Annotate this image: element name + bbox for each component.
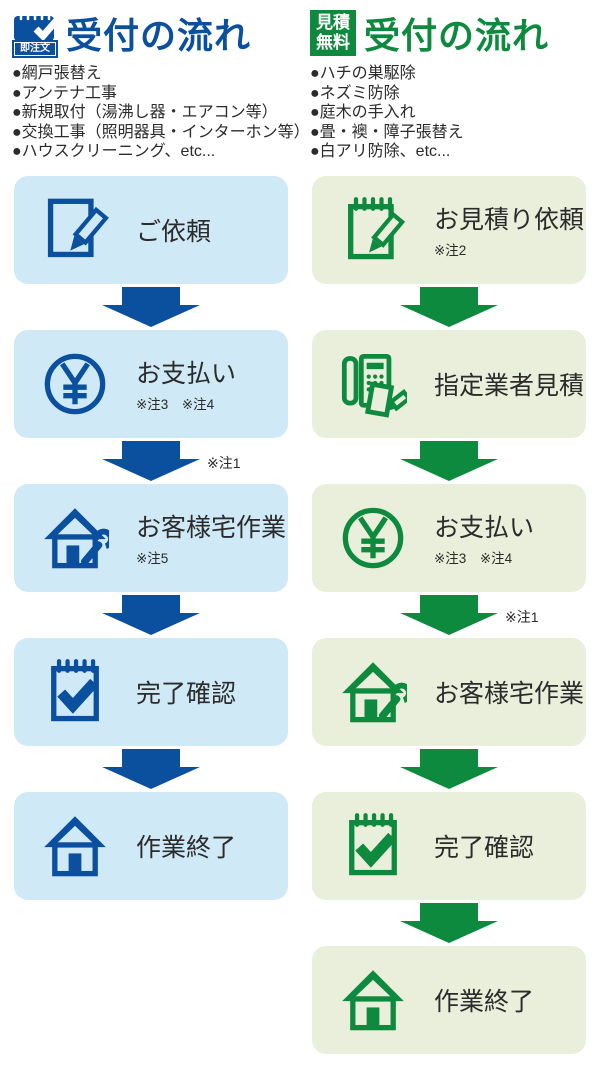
down-arrow-icon [102, 748, 200, 789]
step-label: ご依頼 [136, 217, 212, 246]
service-item: ●網戸張替え [12, 65, 102, 82]
flow-connector [12, 592, 290, 638]
page-title: 受付の流れ [364, 15, 550, 56]
flow-connector [310, 438, 588, 484]
house-wrench-icon [38, 501, 112, 575]
page-title: 受付の流れ [66, 15, 252, 56]
step-estimate-request: お見積り依頼 ※注2 [312, 175, 586, 284]
flow-connector: ※注1 [310, 592, 588, 638]
left-header: 即注文 受付の流れ [12, 8, 290, 58]
step-payment: お支払い ※注3 ※注4 [312, 483, 586, 592]
service-list: ●ハチの巣駆除 ●ネズミ防除 ●庭木の手入れ ●畳・襖・障子張替え ●白アリ防除… [310, 64, 588, 162]
service-list: ●網戸張替え ●アンテナ工事 ●新規取付（湯沸し器・エアコン等） ●交換工事（照… [12, 64, 310, 162]
flow-connector [310, 900, 588, 946]
phone-paper-icon [336, 347, 410, 421]
step-work-finished: 作業終了 [312, 945, 586, 1054]
step-label: 完了確認 [136, 679, 237, 708]
service-item: ●アンテナ工事 [12, 84, 118, 102]
house-icon [336, 963, 410, 1037]
step-note: ※注2 [434, 243, 467, 258]
yen-circle-icon [38, 347, 112, 421]
step-request: ご依頼 [14, 175, 288, 284]
step-note: ※注5 [136, 551, 169, 566]
immediate-order-badge: 即注文 [12, 10, 58, 56]
flow-connector [12, 746, 290, 792]
step-work-finished: 作業終了 [14, 791, 288, 900]
step-label: お支払い [136, 360, 237, 388]
step-label: 作業終了 [434, 987, 535, 1016]
step-label: お支払い [434, 514, 535, 542]
down-arrow-icon [400, 594, 498, 635]
step-note: ※注3 ※注4 [136, 397, 215, 412]
down-arrow-icon [400, 748, 498, 789]
step-label: お客様宅作業 [434, 679, 585, 708]
notepad-check-icon [336, 809, 410, 883]
down-arrow-icon [102, 594, 200, 635]
immediate-order-column: 即注文 受付の流れ ●網戸張替え ●アンテナ工事 ●新規取付（湯沸し器・エアコン… [12, 8, 310, 900]
step-onsite-work: お客様宅作業 ※注5 [14, 483, 288, 592]
step-contractor-estimate: 指定業者見積 [312, 329, 586, 438]
flow-connector [310, 284, 588, 330]
step-label: お見積り依頼 [434, 206, 585, 234]
service-item: ●ハウスクリーニング、etc... [12, 143, 216, 160]
down-arrow-icon [400, 902, 498, 943]
step-label: 完了確認 [434, 833, 535, 862]
step-completion-check: 完了確認 [312, 791, 586, 900]
arrow-note: ※注1 [505, 608, 539, 625]
step-note: ※注3 ※注4 [434, 551, 513, 566]
notepad-check-icon [38, 655, 112, 729]
right-header: 見積 無料 受付の流れ [310, 8, 588, 58]
badge-label: 即注文 [14, 42, 56, 56]
service-item: ●庭木の手入れ [310, 104, 416, 121]
notepad-pencil-icon [336, 193, 410, 267]
step-completion-check: 完了確認 [14, 637, 288, 746]
down-arrow-icon [102, 286, 200, 327]
free-estimate-badge: 見積 無料 [310, 10, 356, 56]
step-label: 作業終了 [136, 833, 237, 862]
down-arrow-icon [102, 440, 200, 481]
house-wrench-icon [336, 655, 410, 729]
badge-line: 無料 [316, 33, 350, 52]
service-item: ●ネズミ防除 [310, 84, 400, 102]
service-item: ●新規取付（湯沸し器・エアコン等） [12, 104, 278, 121]
flow-connector [12, 284, 290, 330]
step-label: お客様宅作業 [136, 514, 287, 542]
free-estimate-column: 見積 無料 受付の流れ ●ハチの巣駆除 ●ネズミ防除 ●庭木の手入れ ●畳・襖・… [300, 0, 600, 1080]
down-arrow-icon [400, 440, 498, 481]
badge-line: 見積 [316, 13, 350, 33]
house-icon [38, 809, 112, 883]
paper-pencil-icon [38, 193, 112, 267]
step-payment: お支払い ※注3 ※注4 [14, 329, 288, 438]
order-notepad-icon [14, 10, 58, 42]
flow-connector [310, 746, 588, 792]
flow-connector: ※注1 [12, 438, 290, 484]
step-onsite-work: お客様宅作業 [312, 637, 586, 746]
yen-circle-icon [336, 501, 410, 575]
service-item: ●畳・襖・障子張替え [310, 123, 464, 141]
service-item: ●交換工事（照明器具・インターホン等） [12, 123, 310, 141]
step-label: 指定業者見積 [434, 371, 585, 400]
arrow-note: ※注1 [207, 454, 241, 471]
service-item: ●ハチの巣駆除 [310, 65, 416, 82]
down-arrow-icon [400, 286, 498, 327]
service-item: ●白アリ防除、etc... [310, 143, 451, 160]
